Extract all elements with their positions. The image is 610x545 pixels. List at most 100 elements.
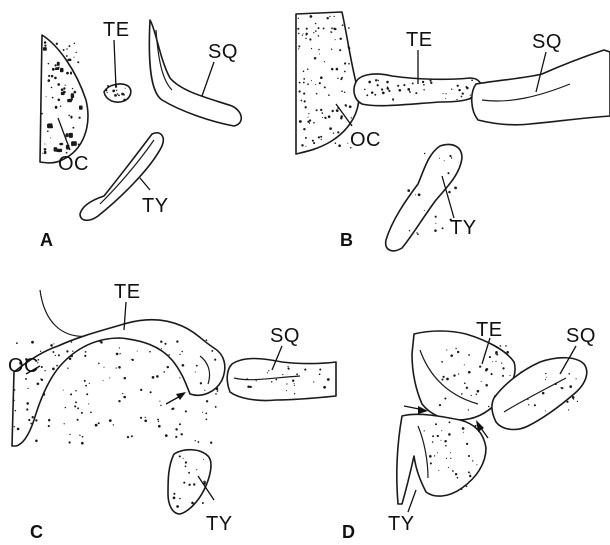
panel-c-label-te: TE [114, 281, 141, 303]
texture-dot [183, 458, 184, 459]
texture-dot [318, 49, 320, 51]
texture-dot [312, 140, 314, 142]
texture-dot [294, 385, 295, 386]
texture-dot [77, 419, 79, 421]
texture-dot [119, 347, 120, 348]
texture-dot [74, 405, 76, 407]
texture-dot [568, 409, 569, 410]
texture-dot [173, 493, 175, 495]
texture-dot [53, 343, 54, 344]
texture-dot [41, 366, 43, 368]
texture-dot [164, 343, 166, 345]
texture-dot [48, 425, 50, 427]
texture-dot [66, 55, 68, 57]
texture-dot [65, 407, 66, 408]
texture-dot [347, 143, 348, 144]
texture-dot [202, 412, 203, 413]
texture-dot [57, 83, 60, 86]
texture-dot [67, 367, 68, 368]
texture-dot [457, 351, 459, 353]
texture-dot [368, 81, 371, 84]
texture-dot [441, 430, 442, 431]
texture-dot [415, 92, 417, 94]
texture-dot [42, 153, 43, 154]
texture-dot [70, 72, 72, 75]
texture-dot [468, 371, 471, 374]
texture-dot [492, 361, 493, 362]
texture-dot [311, 80, 312, 81]
texture-dot [332, 110, 334, 112]
texture-dot [545, 373, 546, 374]
texture-dot [69, 133, 73, 138]
texture-dot [123, 99, 126, 102]
texture-dot [472, 460, 473, 461]
texture-dot [466, 485, 468, 487]
texture-dot [296, 373, 298, 375]
texture-dot [468, 471, 470, 473]
texture-dot [44, 143, 45, 144]
texture-dot [439, 404, 441, 406]
texture-dot [256, 380, 257, 381]
texture-dot [412, 82, 414, 84]
texture-dot [435, 216, 437, 218]
texture-dot [79, 435, 80, 436]
texture-dot [188, 472, 190, 474]
texture-dot [457, 477, 459, 479]
texture-dot [158, 425, 161, 428]
texture-dot [44, 44, 46, 46]
texture-dot [88, 403, 89, 404]
texture-dot [450, 452, 451, 453]
texture-dot [35, 419, 37, 421]
texture-dot [319, 54, 320, 55]
texture-dot [286, 390, 287, 391]
texture-dot [311, 48, 312, 49]
texture-dot [316, 93, 318, 95]
texture-dot [44, 151, 47, 154]
texture-dot [46, 96, 47, 97]
texture-dot [438, 470, 439, 471]
texture-dot [387, 87, 390, 90]
texture-dot [167, 366, 169, 368]
texture-dot [180, 433, 182, 435]
panel-d-letter: D [342, 522, 355, 540]
texture-dot [462, 427, 465, 430]
texture-dot [446, 458, 447, 459]
texture-dot [32, 416, 34, 418]
texture-dot [303, 93, 305, 95]
texture-dot [117, 93, 118, 94]
texture-dot [314, 57, 317, 60]
texture-dot [286, 383, 287, 384]
texture-dot [55, 355, 56, 356]
texture-dot [52, 368, 55, 371]
texture-dot [468, 354, 470, 356]
texture-dot [56, 149, 62, 152]
texture-dot [364, 89, 366, 91]
texture-dot [464, 382, 466, 384]
texture-dot [109, 419, 112, 422]
panel-b-label-te: TE [406, 29, 433, 51]
texture-dot [435, 423, 437, 425]
texture-dot [63, 87, 65, 89]
texture-dot [214, 359, 216, 361]
texture-dot [337, 131, 339, 133]
texture-dot [416, 232, 417, 233]
texture-dot [318, 136, 320, 138]
texture-dot [462, 92, 464, 94]
texture-dot [82, 436, 84, 438]
texture-dot [566, 401, 568, 403]
texture-dot [576, 378, 577, 379]
texture-dot [79, 106, 83, 110]
texture-dot [344, 62, 346, 64]
texture-dot [409, 92, 410, 93]
texture-dot [320, 109, 322, 111]
texture-dot [14, 389, 16, 391]
texture-dot [342, 24, 344, 26]
texture-dot [298, 33, 300, 35]
texture-dot [505, 345, 507, 347]
texture-dot [206, 419, 208, 421]
texture-dot [237, 395, 238, 396]
texture-dot [69, 434, 70, 435]
texture-dot [77, 407, 79, 409]
texture-dot [326, 17, 328, 19]
texture-dot [268, 370, 269, 371]
